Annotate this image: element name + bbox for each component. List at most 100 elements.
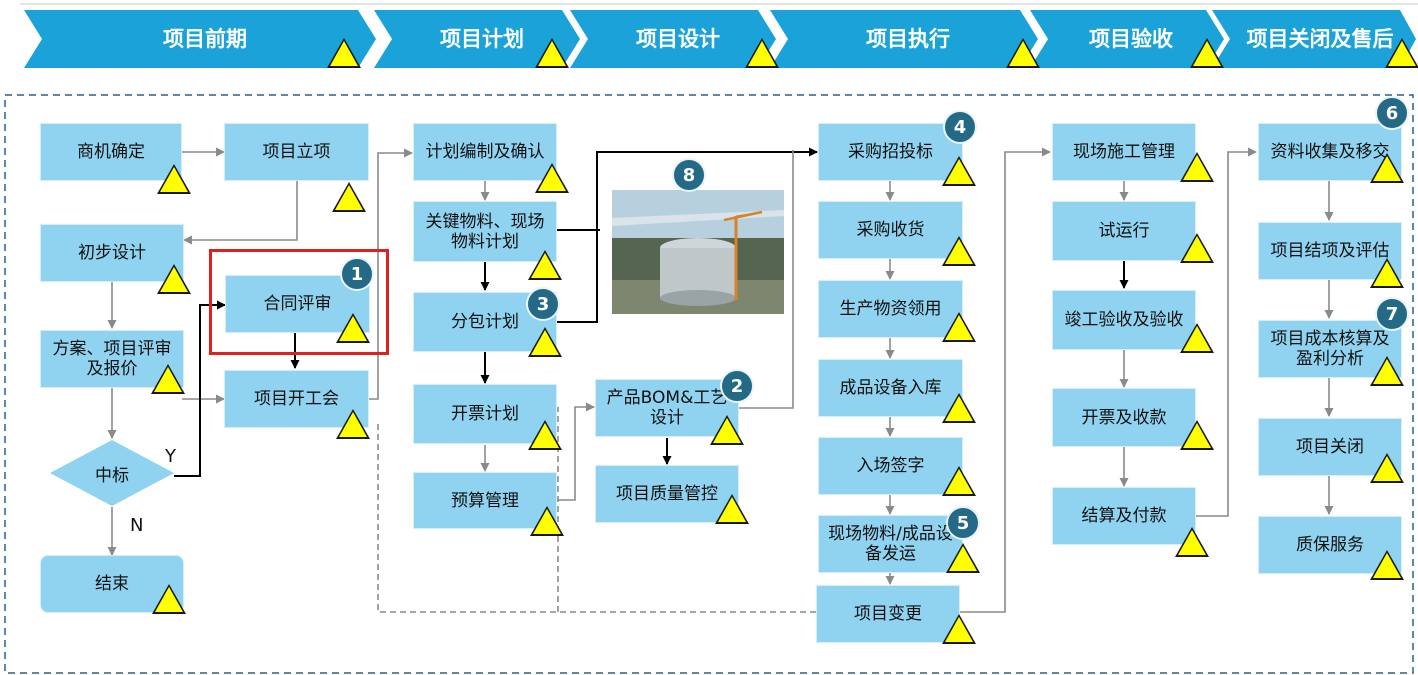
node-lingyong[interactable]: 生产物资领用 bbox=[818, 280, 963, 338]
decision-label: 中标 bbox=[95, 465, 129, 486]
badge-5: 5 bbox=[946, 506, 980, 540]
warning-triangle-icon bbox=[530, 506, 564, 536]
warning-triangle-icon bbox=[332, 182, 366, 212]
badge-2: 2 bbox=[720, 369, 754, 403]
warning-triangle-icon bbox=[1180, 152, 1214, 182]
node-label: 项目立项 bbox=[262, 142, 331, 162]
warning-triangle-icon bbox=[942, 236, 976, 266]
warning-triangle-icon bbox=[528, 250, 562, 280]
node-fayun[interactable]: 现场物料/成品设备发运 bbox=[818, 515, 963, 573]
node-jiesuan[interactable]: 结算及付款 bbox=[1052, 487, 1196, 545]
node-label: 开票计划 bbox=[451, 404, 519, 424]
node-lixiang[interactable]: 项目立项 bbox=[224, 123, 369, 181]
warning-triangle-icon bbox=[528, 420, 562, 450]
node-bom[interactable]: 产品BOM&工艺设计 bbox=[595, 379, 739, 437]
badge-4: 4 bbox=[943, 110, 977, 144]
node-caigou[interactable]: 采购招投标 bbox=[818, 123, 963, 181]
badge-1: 1 bbox=[340, 257, 374, 291]
node-label: 方案、项目评审及报价 bbox=[52, 339, 172, 379]
node-label: 结算及付款 bbox=[1081, 506, 1167, 526]
warning-triangle-icon bbox=[1190, 38, 1224, 68]
tank-construction-image bbox=[612, 190, 784, 314]
node-label: 采购收货 bbox=[856, 220, 925, 240]
node-label: 项目变更 bbox=[854, 604, 922, 624]
warning-triangle-icon bbox=[942, 393, 976, 423]
badge-7: 7 bbox=[1375, 297, 1409, 331]
node-label: 初步设计 bbox=[78, 243, 146, 263]
warning-triangle-icon bbox=[535, 38, 569, 68]
node-chubu[interactable]: 初步设计 bbox=[40, 224, 184, 282]
node-label: 结束 bbox=[95, 574, 129, 594]
warning-triangle-icon bbox=[1370, 550, 1404, 580]
node-label: 成品设备入库 bbox=[839, 378, 942, 398]
node-shiyun[interactable]: 试运行 bbox=[1052, 201, 1196, 261]
node-label: 质保服务 bbox=[1296, 535, 1364, 555]
phase-arrow-3 bbox=[570, 10, 776, 68]
warning-triangle-icon bbox=[151, 364, 185, 394]
node-label: 项目结项及评估 bbox=[1270, 241, 1390, 261]
outer-frame bbox=[4, 94, 1414, 674]
warning-triangle-icon bbox=[157, 164, 191, 194]
node-ruchang[interactable]: 入场签字 bbox=[818, 437, 963, 495]
node-label: 采购招投标 bbox=[848, 142, 933, 162]
node-label: 项目成本核算及盈利分析 bbox=[1270, 329, 1390, 369]
phase-arrow-4 bbox=[770, 10, 1038, 68]
node-shigong[interactable]: 现场施工管理 bbox=[1052, 123, 1196, 181]
node-label: 项目关闭 bbox=[1296, 437, 1364, 457]
warning-triangle-icon bbox=[715, 494, 749, 524]
node-label: 入场签字 bbox=[856, 456, 925, 476]
node-kaipiaoshou[interactable]: 开票及收款 bbox=[1052, 388, 1196, 447]
site-photo bbox=[612, 190, 784, 314]
warning-triangle-icon bbox=[1370, 258, 1404, 288]
decision-diamond bbox=[50, 440, 174, 506]
node-ziliao[interactable]: 资料收集及移交 bbox=[1258, 123, 1402, 181]
node-shouhuo[interactable]: 采购收货 bbox=[818, 201, 963, 259]
phase-bar bbox=[20, 3, 1418, 68]
node-guanjian[interactable]: 关键物料、现场物料计划 bbox=[413, 201, 557, 262]
node-zhiliang[interactable]: 项目质量管控 bbox=[595, 465, 739, 523]
warning-triangle-icon bbox=[152, 584, 186, 614]
node-label: 试运行 bbox=[1098, 221, 1150, 241]
node-label: 计划编制及确认 bbox=[425, 142, 545, 162]
node-label: 合同评审 bbox=[263, 294, 332, 314]
node-label: 项目开工会 bbox=[254, 389, 339, 409]
warning-triangle-icon bbox=[1180, 323, 1214, 353]
warning-triangle-icon bbox=[1370, 356, 1404, 386]
warning-triangle-icon bbox=[1180, 420, 1214, 450]
node-label: 现场施工管理 bbox=[1073, 142, 1175, 162]
node-label: 产品BOM&工艺设计 bbox=[606, 388, 728, 428]
warning-triangle-icon bbox=[946, 543, 980, 573]
node-jungong[interactable]: 竣工验收及验收 bbox=[1052, 290, 1196, 350]
node-jihua[interactable]: 计划编制及确认 bbox=[413, 123, 557, 181]
warning-triangle-icon bbox=[327, 38, 361, 68]
node-label: 现场物料/成品设备发运 bbox=[828, 524, 953, 564]
badge-6: 6 bbox=[1375, 96, 1409, 130]
node-label: 分包计划 bbox=[451, 312, 519, 332]
node-biangeng[interactable]: 项目变更 bbox=[816, 585, 960, 643]
node-label: 开票及收款 bbox=[1081, 407, 1167, 428]
warning-triangle-icon bbox=[535, 163, 569, 193]
node-label: 竣工验收及验收 bbox=[1064, 310, 1184, 330]
warning-triangle-icon bbox=[157, 264, 191, 294]
warning-triangle-icon bbox=[710, 415, 744, 445]
node-label: 预算管理 bbox=[451, 490, 519, 511]
warning-triangle-icon bbox=[942, 614, 976, 644]
warning-triangle-icon bbox=[1370, 453, 1404, 483]
warning-triangle-icon bbox=[1180, 233, 1214, 263]
no-label: N bbox=[130, 515, 144, 536]
node-label: 关键物料、现场物料计划 bbox=[425, 211, 545, 252]
warning-triangle-icon bbox=[942, 156, 976, 186]
warning-triangle-icon bbox=[942, 466, 976, 496]
warning-triangle-icon bbox=[1175, 527, 1209, 557]
warning-triangle-icon bbox=[528, 327, 562, 357]
node-label: 资料收集及移交 bbox=[1270, 142, 1390, 162]
highlight-frame bbox=[209, 249, 389, 355]
warning-triangle-icon bbox=[1006, 38, 1040, 68]
phase-arrow-2 bbox=[374, 10, 580, 68]
warning-triangle-icon bbox=[336, 409, 370, 439]
node-ruku[interactable]: 成品设备入库 bbox=[818, 359, 963, 417]
node-label: 商机确定 bbox=[77, 142, 145, 162]
phase-arrow-5 bbox=[1030, 10, 1224, 68]
warning-triangle-icon bbox=[1385, 38, 1418, 68]
